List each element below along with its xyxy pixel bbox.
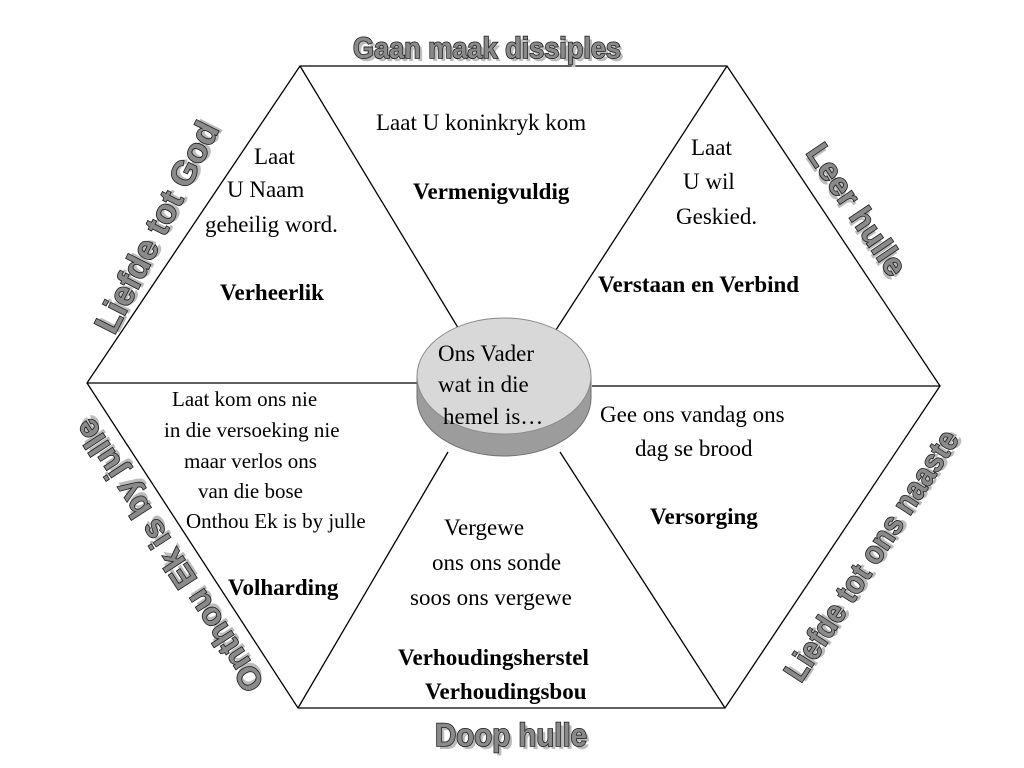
segment-top-right-keyword: Verstaan en Verbind <box>598 272 799 297</box>
segment-bottom-prayer-3: soos ons vergewe <box>410 585 572 610</box>
segment-bottom-left-prayer-1: Laat kom ons nie <box>172 387 317 411</box>
segment-bottom-prayer-2: ons ons sonde <box>432 550 561 575</box>
segment-bottom-right: Gee ons vandag ons dag se brood Versorgi… <box>600 402 785 529</box>
segment-bottom-keyword-2: Verhoudingsbou <box>425 679 587 704</box>
segment-bottom: Vergewe ons ons sonde soos ons vergewe V… <box>398 515 589 704</box>
segment-top-right-prayer-2: U wil <box>683 169 735 194</box>
segment-bottom-left-prayer-2: in die versoeking nie <box>164 418 340 442</box>
edge-label-top: Gaan maak dissiples <box>353 32 621 65</box>
spoke-bottom-right <box>559 451 726 709</box>
segment-bottom-right-prayer-2: dag se brood <box>635 436 753 461</box>
segment-bottom-left-prayer-3: maar verlos ons <box>184 449 317 473</box>
edge-bottom-shadow: Doop hulle <box>438 720 590 756</box>
center-line-3: hemel is… <box>443 404 543 429</box>
segment-top: Laat U koninkryk kom Vermenigvuldig <box>376 110 586 204</box>
spoke-top-left <box>299 65 464 337</box>
cylinder-top <box>416 317 592 435</box>
segment-bottom-right-prayer-1: Gee ons vandag ons <box>600 402 785 427</box>
segment-bottom-left-prayer-4: van die bose <box>198 479 303 503</box>
center-cylinder: Ons Vader wat in die hemel is… <box>416 317 592 457</box>
segment-top-keyword: Vermenigvuldig <box>413 179 570 204</box>
segment-top-left-prayer-1: Laat <box>254 144 295 169</box>
segment-top-left-prayer-2: U Naam <box>227 177 304 202</box>
spoke-bottom-left <box>297 451 449 709</box>
segment-top-right-prayer-3: Geskied. <box>676 204 757 229</box>
segment-top-right: Laat U wil Geskied. Verstaan en Verbind <box>598 135 799 297</box>
segment-top-prayer: Laat U koninkryk kom <box>376 110 586 135</box>
segment-top-right-prayer-1: Laat <box>691 135 732 160</box>
segment-bottom-keyword-1: Verhoudingsherstel <box>398 645 589 670</box>
segment-top-left: Laat U Naam geheilig word. Verheerlik <box>205 144 338 305</box>
edge-label-bottom: Doop hulle <box>435 717 587 753</box>
segment-bottom-left-keyword: Volharding <box>228 575 339 600</box>
spoke-top-right <box>551 65 728 337</box>
segment-bottom-left-prayer-5: Onthou Ek is by julle <box>186 509 366 533</box>
segment-top-left-keyword: Verheerlik <box>220 280 324 305</box>
center-line-1: Ons Vader <box>438 341 534 366</box>
segment-bottom-right-keyword: Versorging <box>650 504 758 529</box>
segment-top-left-prayer-3: geheilig word. <box>205 212 338 237</box>
segment-bottom-left: Laat kom ons nie in die versoeking nie m… <box>164 387 366 600</box>
edge-top-shadow: Gaan maak dissiples <box>356 35 624 68</box>
center-line-2: wat in die <box>438 372 529 397</box>
edge-label-lower-right: Liefde tot ons naaste <box>777 423 966 687</box>
segment-bottom-prayer-1: Vergewe <box>444 515 524 540</box>
hexagon-lines <box>86 65 941 709</box>
